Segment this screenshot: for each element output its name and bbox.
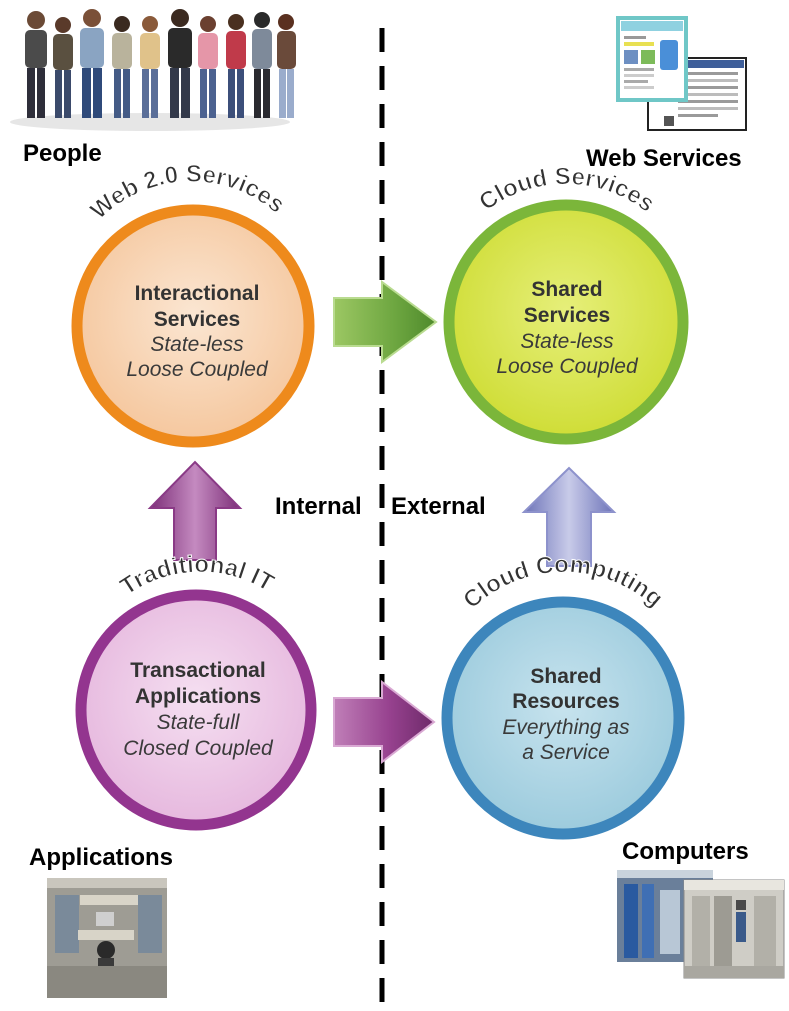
web20-line4: Loose Coupled <box>126 358 269 381</box>
traditional-line4: Closed Coupled <box>123 737 274 760</box>
person-figure <box>252 12 272 118</box>
cloud-computing-line1: Shared <box>530 665 601 688</box>
traditional-line1: Transactional <box>130 659 265 682</box>
person-figure <box>168 9 192 118</box>
cloud-services-line3: State-less <box>520 330 614 353</box>
computers-label: Computers <box>622 838 749 865</box>
people-label: People <box>23 140 102 167</box>
person-figure <box>112 16 132 118</box>
cloud-computing-line3: Everything as <box>502 716 630 739</box>
circle-web20-services: Web 2.0 Services Interactional Services … <box>71 160 315 448</box>
web20-line1: Interactional <box>135 282 260 305</box>
circle-traditional-it: Traditional IT Transactional Application… <box>75 550 317 831</box>
person-figure <box>53 17 73 118</box>
circle-cloud-services: Cloud Services Shared Services State-les… <box>443 163 689 445</box>
person-figure <box>277 14 296 118</box>
web20-line3: State-less <box>150 333 244 356</box>
cloud-services-line1: Shared <box>531 278 602 301</box>
external-label: External <box>391 493 486 520</box>
computers-server-photo <box>617 870 785 979</box>
internal-label: Internal <box>275 493 362 520</box>
web20-line2: Services <box>154 308 240 331</box>
web-services-label: Web Services <box>586 145 742 172</box>
traditional-line2: Applications <box>135 685 261 708</box>
arrow-web20-to-cloud-services <box>333 280 438 364</box>
applications-office-photo <box>47 878 167 998</box>
arrow-cloud-computing-to-cloud-services <box>521 466 617 567</box>
cloud-services-line4: Loose Coupled <box>496 355 639 378</box>
person-figure <box>80 9 104 118</box>
circle-cloud-computing: Cloud Computing Shared Resources Everyth… <box>441 550 685 840</box>
cloud-computing-line4: a Service <box>522 741 610 764</box>
applications-label: Applications <box>29 844 174 871</box>
person-figure <box>226 14 246 118</box>
arrow-traditional-to-web20 <box>147 460 243 561</box>
cloud-services-line2: Services <box>524 304 610 327</box>
arrow-traditional-to-cloud-computing <box>333 679 436 765</box>
cloud-computing-line2: Resources <box>512 690 619 713</box>
person-figure <box>140 16 160 118</box>
web-services-screenshot <box>616 16 747 131</box>
person-figure <box>198 16 218 118</box>
person-figure <box>25 11 47 118</box>
people-photo <box>10 9 296 131</box>
traditional-line3: State-full <box>157 711 241 734</box>
